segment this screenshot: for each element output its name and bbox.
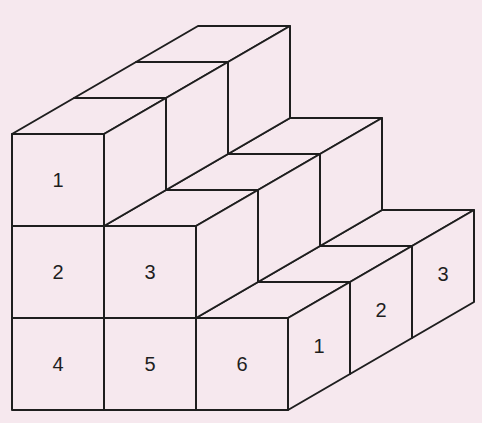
cube-number: 2 [375,300,386,320]
cube-number: 4 [52,354,63,374]
cube-side-face [288,282,350,410]
cube-front-face [104,318,196,410]
cube-side-face [196,190,258,318]
cube-front-face [12,318,104,410]
cube-number: 3 [437,264,448,284]
cube-side-face [350,246,412,374]
cube-front-face [12,134,104,226]
cube-side-face [228,26,290,154]
cube-side-face [166,62,228,190]
cube-number: 6 [236,354,247,374]
cube-number: 5 [144,354,155,374]
cube-front-face [12,226,104,318]
cube-number: 2 [52,262,63,282]
cube-number: 1 [313,336,324,356]
cube-number: 3 [144,262,155,282]
cube-front-face [104,226,196,318]
cube-front-face [196,318,288,410]
cube-side-face [104,98,166,226]
cube-side-face [412,210,474,338]
cube-side-face [320,118,382,246]
cube-side-face [258,154,320,282]
cube-number: 1 [52,170,63,190]
